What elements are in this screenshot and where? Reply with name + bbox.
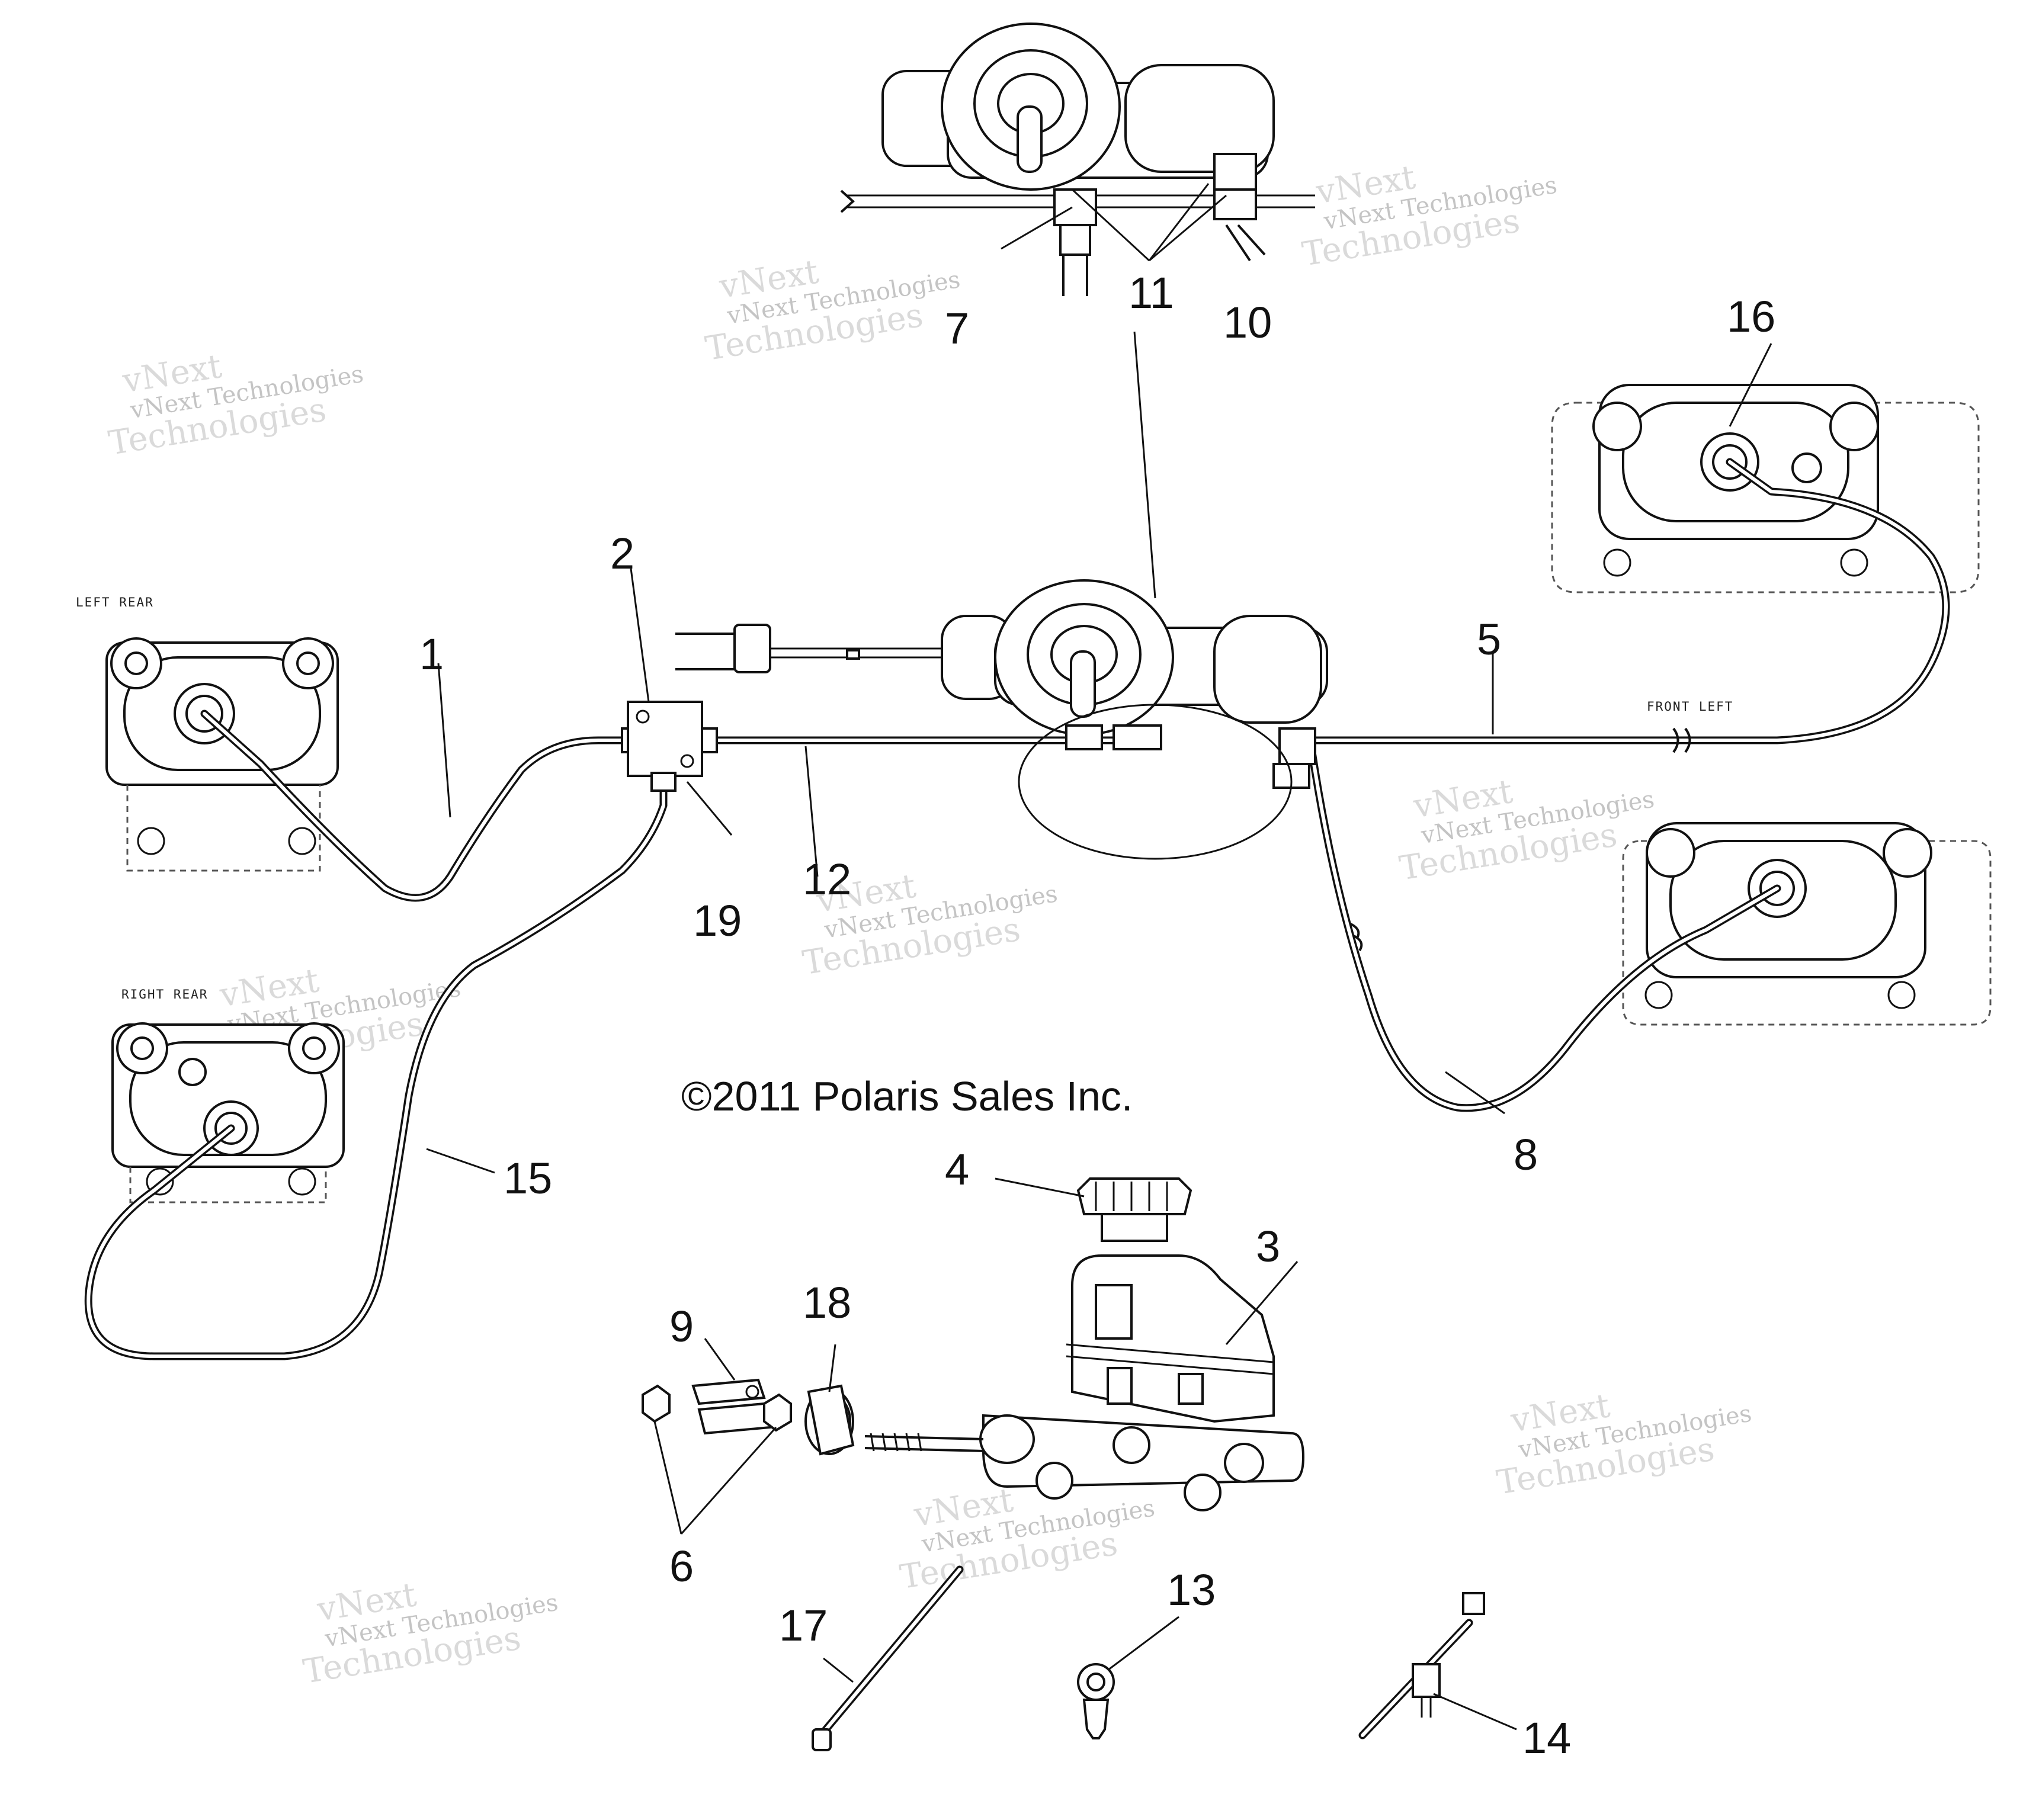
callout-9: 9 bbox=[669, 1302, 694, 1351]
callout-8: 8 bbox=[1514, 1130, 1538, 1179]
callouts: 1 2 3 4 5 6 7 8 9 10 11 12 13 14 15 16 1… bbox=[419, 268, 1775, 1763]
watermarks: vNext vNext Technologies Technologies vN… bbox=[106, 158, 1753, 1691]
master-cylinder-detail-top bbox=[840, 23, 1315, 296]
master-cylinder-exploded bbox=[864, 1254, 1305, 1511]
callout-16: 16 bbox=[1727, 292, 1775, 341]
clevis-and-nuts bbox=[642, 1378, 792, 1435]
callout-5: 5 bbox=[1477, 615, 1501, 664]
callout-11: 11 bbox=[1128, 268, 1174, 317]
callout-13: 13 bbox=[1167, 1565, 1216, 1614]
callout-17: 17 bbox=[779, 1601, 828, 1650]
front-left-label: FRONT LEFT bbox=[1647, 699, 1733, 714]
watermark-2: vNext vNext Technologies Technologies bbox=[703, 252, 962, 368]
callout-4: 4 bbox=[945, 1145, 969, 1194]
caliper-front-bottom bbox=[1622, 822, 1992, 1026]
callout-14: 14 bbox=[1522, 1713, 1571, 1763]
callout-12: 12 bbox=[803, 855, 851, 904]
watermark-7: vNext vNext Technologies Technologies bbox=[300, 1575, 560, 1691]
callout-6: 6 bbox=[669, 1542, 694, 1591]
callout-7: 7 bbox=[945, 304, 969, 353]
callout-1: 1 bbox=[419, 630, 444, 679]
watermark-1: vNext vNext Technologies Technologies bbox=[106, 347, 366, 463]
reservoir-cap bbox=[1076, 1177, 1192, 1242]
cable-tie bbox=[812, 1565, 964, 1751]
watermark-8: vNext vNext Technologies Technologies bbox=[897, 1481, 1157, 1597]
watermark-9: vNext vNext Technologies Technologies bbox=[1494, 1386, 1753, 1503]
watermark-6: vNext vNext Technologies Technologies bbox=[1397, 772, 1656, 888]
copyright-notice: ©2011 Polaris Sales Inc. bbox=[681, 1073, 1133, 1119]
callout-3: 3 bbox=[1256, 1222, 1280, 1271]
left-rear-label: LEFT REAR bbox=[76, 595, 154, 609]
clip bbox=[1077, 1663, 1115, 1739]
callout-19: 19 bbox=[693, 896, 742, 945]
callout-2: 2 bbox=[610, 529, 634, 578]
callout-18: 18 bbox=[803, 1278, 851, 1327]
boot bbox=[804, 1384, 855, 1456]
caliper-left-rear: LEFT REAR bbox=[76, 595, 339, 872]
callout-10: 10 bbox=[1223, 298, 1272, 347]
master-cylinder-assembly-middle bbox=[675, 579, 1328, 860]
distribution-block bbox=[621, 701, 718, 792]
leader-lines bbox=[426, 183, 1772, 1731]
watermark-3: vNext vNext Technologies Technologies bbox=[1300, 158, 1559, 274]
right-rear-label: RIGHT REAR bbox=[121, 987, 208, 1002]
brake-lines bbox=[84, 458, 1950, 1360]
tie-with-mount bbox=[1358, 1592, 1485, 1739]
callout-15: 15 bbox=[504, 1154, 552, 1203]
